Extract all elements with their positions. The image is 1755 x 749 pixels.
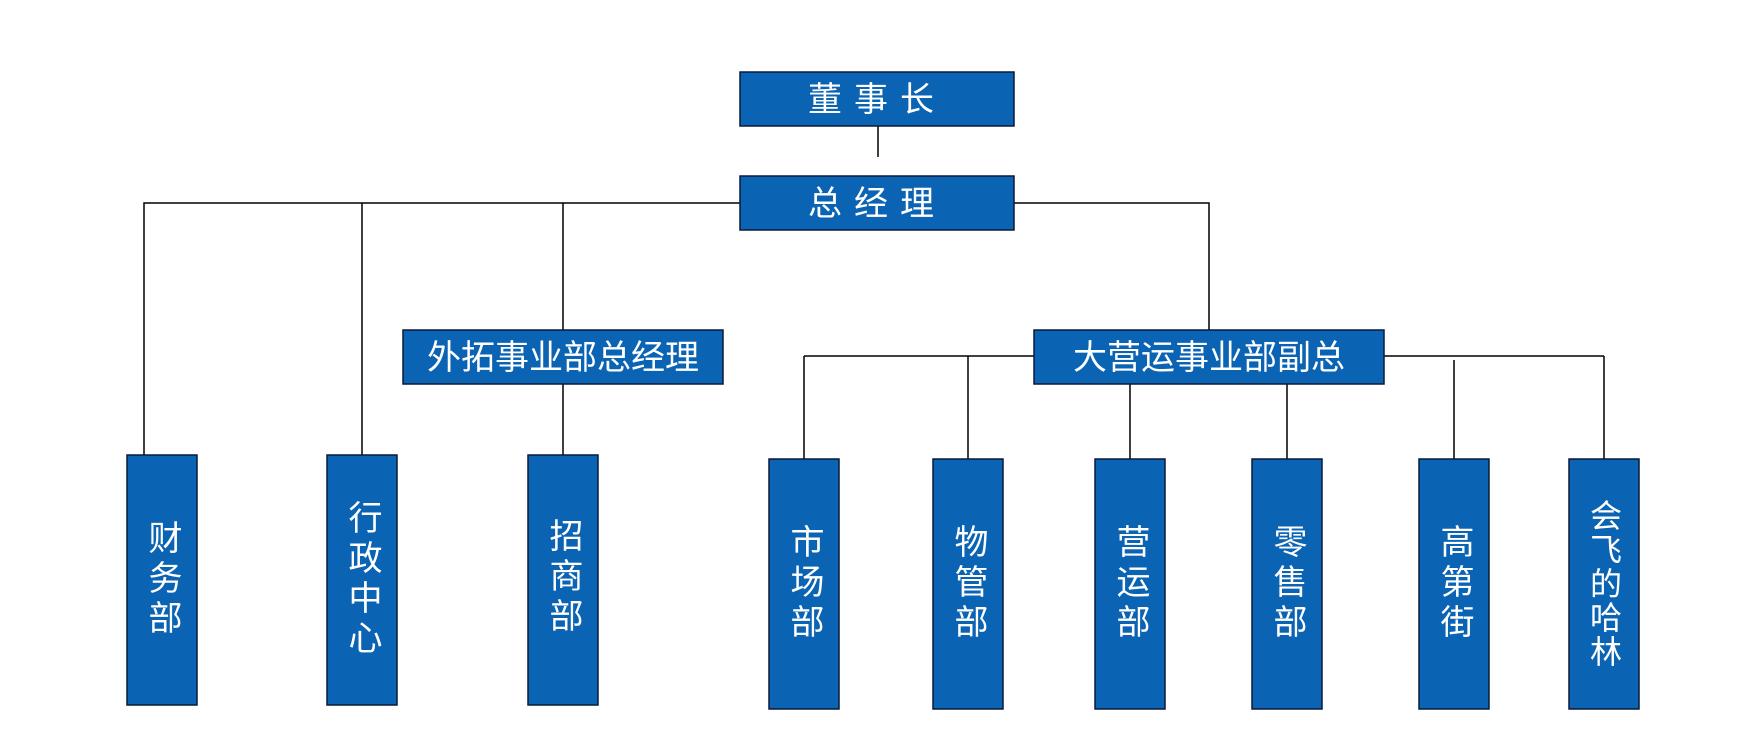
node-huifei-harlem-label: 会飞的哈林 bbox=[1585, 499, 1623, 669]
node-investment: 招商部 bbox=[527, 454, 599, 706]
connector-gm-operations-vp bbox=[1014, 202, 1210, 330]
node-investment-label: 招商部 bbox=[543, 518, 583, 638]
node-general-manager: 总经理 bbox=[739, 175, 1015, 231]
node-gaodi-street: 高第街 bbox=[1418, 458, 1490, 710]
node-operations-vp: 大营运事业部副总 bbox=[1033, 329, 1385, 385]
connectors bbox=[143, 114, 1605, 459]
node-finance: 财务部 bbox=[126, 454, 198, 706]
node-admin-center: 行政中心 bbox=[326, 454, 398, 706]
node-property-label: 物管部 bbox=[948, 524, 988, 644]
node-marketing: 市场部 bbox=[768, 458, 840, 710]
node-general-manager-label: 总经理 bbox=[808, 184, 946, 224]
node-marketing-label: 市场部 bbox=[784, 524, 824, 644]
node-huifei-harlem: 会飞的哈林 bbox=[1568, 458, 1640, 710]
node-chairman-label: 董事长 bbox=[808, 80, 946, 120]
node-chairman: 董事长 bbox=[739, 71, 1015, 127]
node-gaodi-street-label: 高第街 bbox=[1434, 524, 1474, 644]
node-operations-vp-label: 大营运事业部副总 bbox=[1073, 338, 1345, 378]
node-admin-center-label: 行政中心 bbox=[342, 500, 382, 660]
node-property: 物管部 bbox=[932, 458, 1004, 710]
node-operations-label: 营运部 bbox=[1110, 524, 1150, 644]
connector-gm-finance bbox=[143, 202, 740, 455]
node-retail-label: 零售部 bbox=[1267, 524, 1307, 644]
node-retail: 零售部 bbox=[1251, 458, 1323, 710]
node-operations: 营运部 bbox=[1094, 458, 1166, 710]
node-finance-label: 财务部 bbox=[142, 520, 182, 640]
node-expansion-gm-label: 外拓事业部总经理 bbox=[427, 338, 699, 378]
node-expansion-gm: 外拓事业部总经理 bbox=[402, 329, 724, 385]
